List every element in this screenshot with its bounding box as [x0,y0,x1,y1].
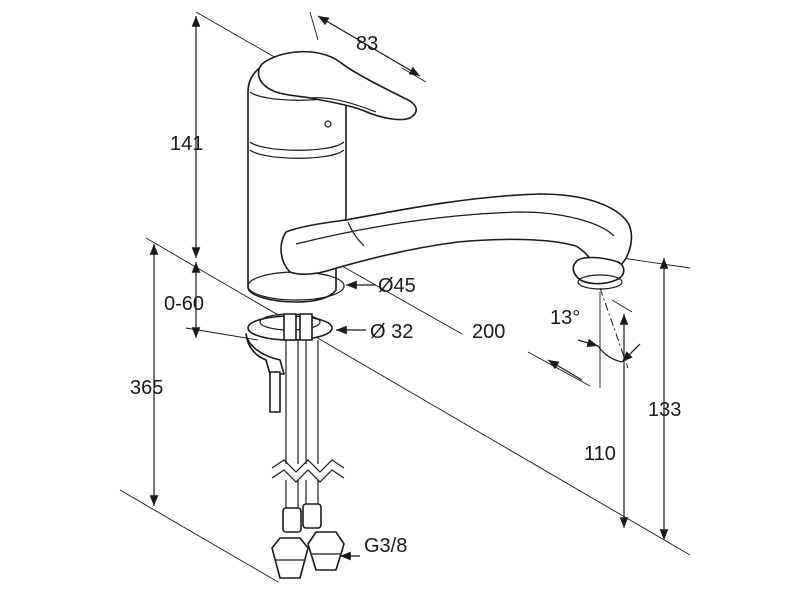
flow-centerline [599,287,629,369]
dim-total-height: 133 [648,399,681,421]
spout [280,193,633,290]
dim-body-diameter: Ø45 [378,275,416,297]
dim-spout-angle: 13° [550,307,580,329]
dim-outlet-height: 110 [584,443,616,465]
mounting-set [245,313,333,413]
dim-connection-thread: G3/8 [364,535,407,557]
extension-lines [119,11,691,583]
supply-hoses [271,340,345,579]
dimension-labels: 83 141 Ø45 200 13° 0-60 Ø 32 365 110 133… [130,33,681,557]
dim-counter-thickness: 0-60 [164,293,204,315]
dim-hose-length: 365 [130,377,163,399]
dim-body-height: 141 [170,133,203,155]
dim-hole-diameter: Ø 32 [370,321,413,343]
dim-lever-length: 83 [356,33,378,55]
lever-handle [257,50,417,121]
dim-spout-reach: 200 [472,321,505,343]
